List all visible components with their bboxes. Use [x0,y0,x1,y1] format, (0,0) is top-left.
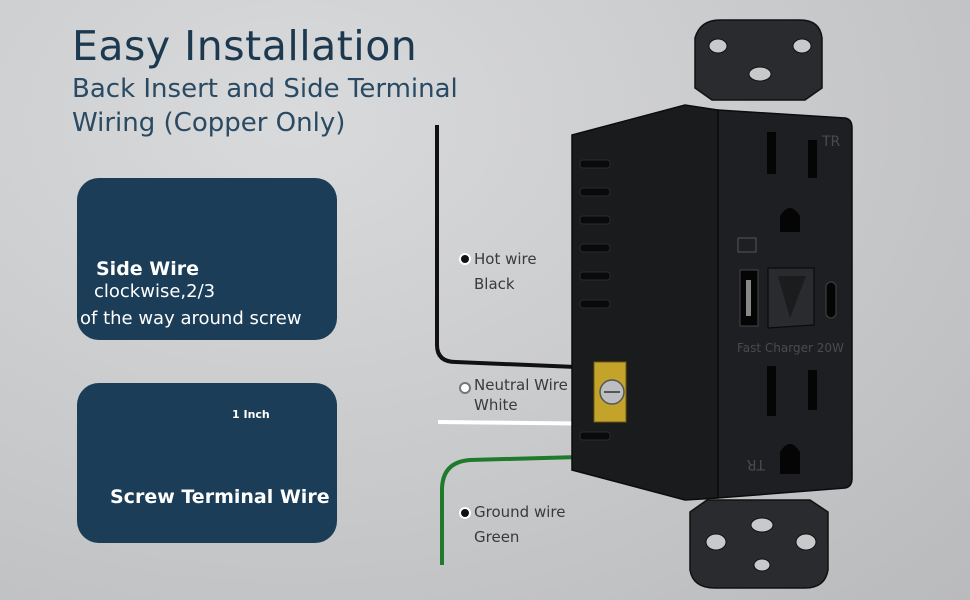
side-wire-instruction-1: clockwise,2/3 [94,281,216,302]
charger-label: Fast Charger 20W [737,341,844,355]
subtitle-line-2: Wiring (Copper Only) [72,108,346,138]
bottom-ground-hole [780,444,800,474]
page-title: Easy Installation [72,22,418,70]
bottom-receptacle-slot-right [808,370,817,410]
vent-slot [579,299,611,309]
led-indicator [737,237,757,253]
bottom-receptacle-slot-left [767,366,776,416]
neutral-wire-color: White [474,396,518,414]
ground-wire-name: Ground wire [474,503,566,521]
vent-slot [579,187,611,197]
vent-slot [579,159,611,169]
ground-wire-color: Green [474,528,520,546]
top-ground-hole [780,208,800,232]
top-receptacle-slot-right [808,140,817,178]
vent-slot [579,215,611,225]
subtitle-line-1: Back Insert and Side Terminal [72,74,458,104]
page-subtitle: Back Insert and Side Terminal Wiring (Co… [72,72,512,140]
hot-wire [435,125,601,370]
screw-terminal-card: 1 Inch Screw Terminal Wire [77,383,337,543]
ground-wire [440,455,581,565]
neutral-wire-dot [459,382,471,394]
vent-slot [579,271,611,281]
usb-a-tongue [746,280,751,316]
neutral-wire-label: Neutral Wire White [474,375,568,415]
tr-mark-bottom: TR [746,456,766,472]
hot-wire-name: Hot wire [474,250,537,268]
strap-hole [795,533,817,551]
top-receptacle-slot-left [767,132,776,174]
strap-hole [750,517,774,533]
hot-wire-dot [459,253,471,265]
strap-hole [753,558,771,572]
side-wire-card: Side Wire clockwise,2/3 of the way aroun… [77,178,337,340]
hot-wire-color: Black [474,275,515,293]
hot-wire-label: Hot wire Black [474,247,537,297]
strap-hole [792,38,812,54]
screw-terminal-title: Screw Terminal Wire [110,486,330,508]
vent-slot [579,431,611,441]
side-wire-title: Side Wire [96,258,200,280]
measure-label: 1 Inch [232,408,270,421]
strap-hole [705,533,727,551]
ground-wire-dot [459,507,471,519]
side-wire-instruction-2: of the way around screw [80,308,302,329]
strap-hole [748,66,772,82]
strap-hole [708,38,728,54]
neutral-wire-name: Neutral Wire [474,376,568,394]
vent-slot [579,243,611,253]
tr-mark-top: TR [821,134,841,150]
mounting-strap [689,19,829,589]
button-bevel [778,276,806,318]
ground-wire-label: Ground wire Green [474,500,565,550]
usb-c-port [825,281,837,319]
